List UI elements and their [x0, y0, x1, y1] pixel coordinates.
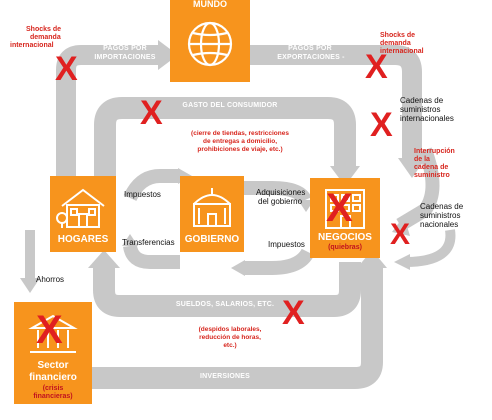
annotation-interrupcion-4: suministro [414, 172, 450, 179]
arrowhead-ahorros [20, 278, 40, 293]
arrowhead-cadenas-int [392, 216, 410, 236]
disruption-x-importaciones: X [55, 50, 78, 88]
flow-pagos-exportaciones [240, 45, 422, 160]
gobierno-label: GOBIERNO [184, 234, 240, 245]
label-cadenas-internacionales-1: Cadenas de [400, 96, 444, 105]
label-cadenas-nacionales-2: suministros [420, 211, 461, 220]
annotation-shocks-left-2: demanda [30, 34, 61, 41]
label-adquisiciones-1: Adquisiciones [256, 188, 306, 197]
arrowhead-transferencias [122, 234, 138, 246]
sector-financiero-label-2: financiero [29, 372, 77, 383]
disruption-x-cadenas-nacionales: X [390, 218, 411, 251]
annotation-shocks-left-3: internacional [10, 42, 54, 49]
disruption-x-sueldos: X [282, 294, 305, 332]
globe-icon [187, 21, 233, 67]
arrowhead-sueldos [88, 250, 120, 268]
annotation-shocks-left-1: Shocks de [26, 26, 62, 33]
annotation-interrupcion-3: cadena de [414, 164, 449, 171]
annotation-sueldos-note-1: (despidos laborales, [198, 326, 262, 333]
annotation-shocks-right-2: demanda [380, 40, 411, 47]
flow-impuestos-right [243, 248, 315, 275]
label-pagos-exportaciones-1: PAGOS POR [288, 45, 332, 52]
label-pagos-importaciones-1: PAGOS POR [103, 45, 147, 52]
annotation-consumidor-note-3: prohibiciones de viaje, etc.) [197, 146, 283, 153]
flow-cadenas-nacionales [404, 229, 456, 267]
node-sector-financiero: Sector financiero (crisis financieras) [14, 302, 92, 404]
sector-financiero-sub-2: financieras) [33, 393, 73, 400]
label-impuestos-right: Impuestos [268, 240, 305, 249]
house-icon [56, 188, 105, 228]
label-cadenas-internacionales-2: suministros [400, 105, 441, 114]
label-adquisiciones-2: del gobierno [258, 197, 303, 206]
office-building-icon [325, 189, 365, 229]
annotation-shocks-right-1: Shocks de [380, 32, 416, 39]
label-pagos-exportaciones-2: EXPORTACIONES - [277, 54, 345, 61]
node-negocios: NEGOCIOS (quiebras) [310, 178, 380, 258]
annotation-shocks-right-3: internacional [380, 48, 424, 55]
bank-icon [28, 314, 78, 353]
flow-gasto-consumidor [94, 97, 356, 176]
label-transferencias: Transferencias [122, 238, 175, 247]
sector-financiero-sub-1: (crisis [42, 385, 64, 392]
annotation-sueldos-note-2: reducción de horas, [199, 334, 261, 341]
flow-sueldos [93, 262, 361, 317]
arrowhead-gasto [330, 166, 360, 186]
arrowhead-inversiones [357, 250, 387, 268]
label-ahorros: Ahorros [36, 275, 65, 284]
annotation-interrupcion-1: Interrupción [414, 148, 455, 155]
disruption-x-sector-financiero: X [36, 308, 63, 352]
flow-impuestos-left [123, 169, 180, 202]
arrowhead-impuestos-right [231, 260, 245, 276]
disruption-x-exportaciones: X [365, 48, 388, 86]
label-cadenas-nacionales-1: Cadenas de [420, 202, 464, 211]
flow-cadenas-internacionales [396, 147, 440, 232]
mundo-label: MUNDO [193, 0, 227, 9]
flow-transferencias [123, 244, 180, 269]
label-cadenas-nacionales-3: nacionales [420, 220, 459, 229]
node-mundo: MUNDO [170, 0, 250, 82]
annotation-consumidor-note-1: (cierre de tiendas, restricciones [191, 130, 289, 137]
disruption-x-negocios: X [326, 186, 353, 230]
negocios-sublabel: (quiebras) [328, 244, 362, 251]
annotation-consumidor-note-2: de entregas a domicilio, [202, 138, 278, 145]
flow-adquisiciones [243, 181, 312, 204]
label-cadenas-internacionales-3: internacionales [400, 114, 454, 123]
government-building-icon [193, 188, 231, 227]
hogares-label: HOGARES [57, 234, 109, 245]
flow-pagos-importaciones [56, 45, 160, 176]
label-sueldos: SUELDOS, SALARIOS, ETC. [175, 301, 275, 308]
disruption-x-cadenas-internacionales: X [370, 106, 393, 144]
arrowhead-importaciones [158, 40, 178, 70]
arrowhead-exportaciones [398, 158, 426, 178]
sector-financiero-label-1: Sector [37, 360, 69, 371]
label-gasto-consumidor: GASTO DEL CONSUMIDOR [182, 102, 278, 109]
negocios-label: NEGOCIOS [318, 232, 372, 243]
label-pagos-importaciones-2: IMPORTACIONES [94, 54, 156, 61]
arrowhead-cadenas-nac [394, 254, 410, 270]
node-gobierno: GOBIERNO [180, 176, 244, 252]
label-inversiones: INVERSIONES [199, 373, 251, 380]
node-hogares: HOGARES [50, 176, 116, 252]
annotation-interrupcion-2: de la [414, 156, 430, 163]
annotation-sueldos-note-3: etc.) [223, 342, 237, 349]
label-impuestos-left: Impuestos [124, 190, 161, 199]
disruption-x-gasto-consumidor: X [140, 94, 163, 132]
